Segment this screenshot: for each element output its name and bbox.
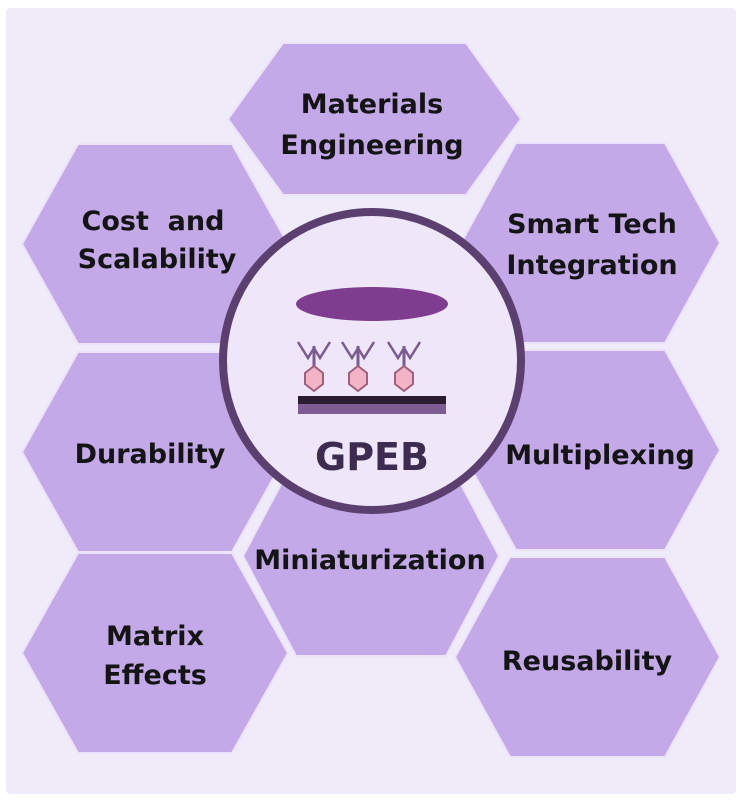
- hexagon-materials: Materials Engineering: [226, 42, 523, 196]
- hex-label-line: Cost and: [82, 206, 225, 237]
- receptor-molecule: [340, 341, 376, 393]
- center-node: GPEB: [219, 208, 525, 514]
- hexagon-matrix-effects: Matrix Effects: [20, 552, 290, 754]
- receptor-molecule: [296, 341, 332, 393]
- hexagon-durability: Durability: [20, 351, 290, 553]
- hexagon-smart-tech: Smart Tech Integration: [459, 142, 722, 344]
- hex-label-line: Reusability: [502, 646, 673, 677]
- hexagon-reusability: Reusability: [453, 556, 722, 758]
- hex-label-line: Scalability: [78, 244, 237, 275]
- hex-label-line: Materials: [301, 89, 443, 120]
- hex-label-line: Multiplexing: [505, 440, 695, 471]
- center-label: GPEB: [315, 435, 429, 479]
- center-circle: [219, 208, 525, 514]
- hex-label-line: Effects: [103, 660, 207, 691]
- hex-label-line: Smart Tech: [507, 209, 677, 240]
- analyte-ellipse: [296, 287, 448, 321]
- hex-label-line: Miniaturization: [254, 545, 485, 576]
- electrode-top-layer: [298, 396, 446, 404]
- hex-label-line: Matrix: [106, 621, 204, 652]
- receptor-molecule: [386, 341, 422, 393]
- hexagon-miniaturization: Miniaturization: [241, 455, 501, 657]
- electrode-substrate: [298, 404, 446, 414]
- hexagon-multiplexing: Multiplexing: [459, 349, 722, 551]
- hex-label-line: Engineering: [280, 130, 463, 161]
- hex-label-line: Integration: [506, 250, 677, 281]
- hex-label-line: Durability: [75, 439, 226, 470]
- hexagon-cost-scalability: Cost and Scalability: [20, 143, 290, 345]
- biosensor-icon: [296, 287, 448, 414]
